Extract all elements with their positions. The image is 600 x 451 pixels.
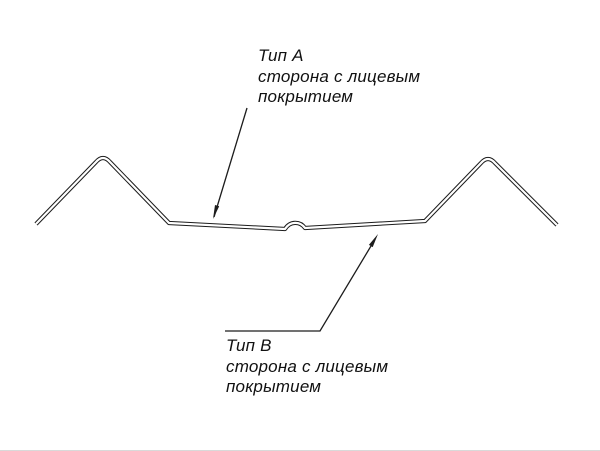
callout-type-b-title: Тип В — [226, 336, 272, 355]
leader-line-type-a — [213, 107, 248, 218]
leader-arrow-type-b — [368, 234, 378, 248]
callout-type-b: Тип В сторона с лицевым покрытием — [226, 336, 388, 397]
leader-arrow-type-a — [213, 205, 220, 219]
sheet-profile-outline — [34, 155, 559, 232]
sheet-profile-inner — [35, 156, 558, 231]
callout-type-a: Тип А сторона с лицевым покрытием — [258, 46, 420, 107]
callout-type-a-line1: сторона с лицевым — [258, 67, 421, 86]
leader-line-type-b — [225, 240, 375, 332]
callout-type-b-line1: сторона с лицевым — [226, 357, 389, 376]
callout-type-a-line2: покрытием — [258, 87, 354, 106]
callout-type-a-title: Тип А — [258, 46, 304, 65]
callout-type-b-line2: покрытием — [226, 377, 322, 396]
